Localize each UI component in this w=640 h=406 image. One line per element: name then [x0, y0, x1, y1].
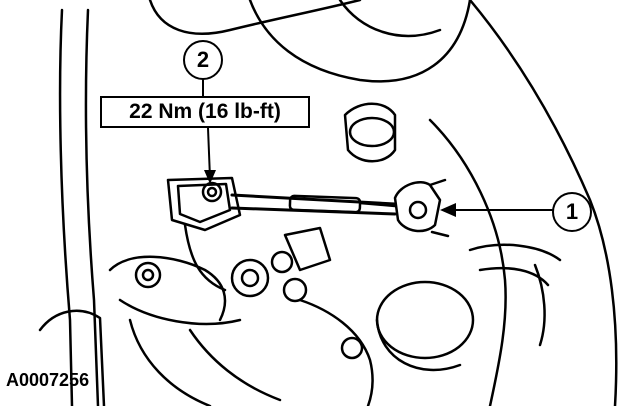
figure-id: A0007256 — [6, 370, 90, 390]
retaining-clip — [283, 226, 332, 272]
frame-rail — [58, 8, 74, 406]
nut — [201, 181, 223, 203]
round-housing — [375, 280, 475, 360]
torque-spec-label: 22 Nm (16 lb-ft) — [100, 96, 310, 128]
shift-bracket — [166, 176, 242, 232]
transmission-housing — [468, 0, 618, 406]
tube-fitting — [343, 102, 397, 163]
cable-end-fitting — [393, 181, 442, 233]
callout-1: 1 — [552, 192, 592, 232]
engine-contour — [148, 0, 362, 35]
callout-2: 2 — [183, 40, 223, 80]
pivot-bolt — [230, 258, 270, 298]
